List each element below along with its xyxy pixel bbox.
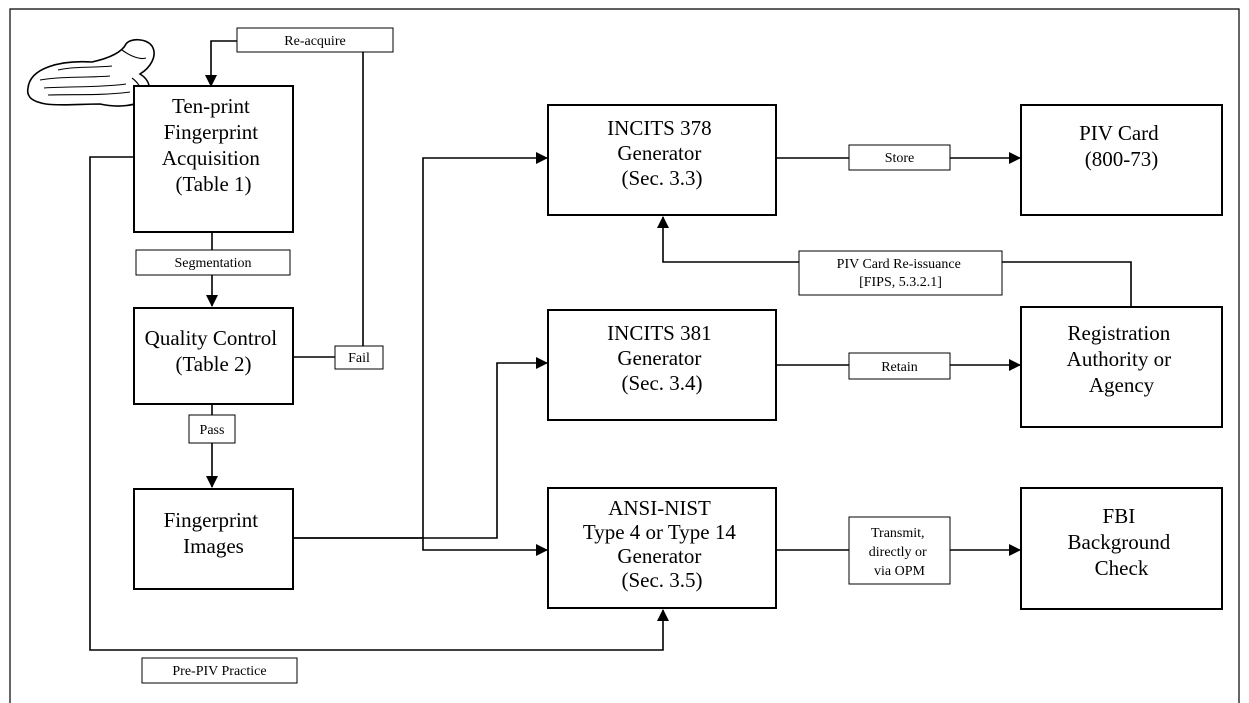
label-piv-card-reissuance: PIV Card Re-issuance [FIPS, 5.3.2.1] <box>798 250 1003 296</box>
box-incits378-text: INCITS 378 Generator (Sec. 3.3) <box>607 116 717 190</box>
box-fingerprint-images: Fingerprint Images <box>133 488 294 590</box>
svg-text:Fail: Fail <box>348 351 370 366</box>
box-tenprint-acquisition: Ten-print Fingerprint Acquisition (Table… <box>133 85 294 233</box>
box-piv-card: PIV Card (800-73) <box>1020 104 1223 216</box>
connector-images-to-381 <box>293 357 548 539</box>
box-quality-control: Quality Control (Table 2) <box>133 307 294 405</box>
svg-text:Pre-PIV Practice: Pre-PIV Practice <box>172 664 266 679</box>
svg-text:Retain: Retain <box>881 360 918 375</box>
box-incits381-text: INCITS 381 Generator (Sec. 3.4) <box>607 321 717 395</box>
connector-pre-piv <box>89 156 669 651</box>
label-retain: Retain <box>848 352 951 380</box>
label-transmit: Transmit, directly or via OPM <box>848 516 951 585</box>
label-pre-piv-practice: Pre-PIV Practice <box>141 657 298 684</box>
connector-images-to-378 <box>293 152 548 539</box>
box-images-text: Fingerprint Images <box>164 508 264 558</box>
connectors <box>89 40 1132 651</box>
box-registration-text: Registration Authority or Agency <box>1067 321 1177 397</box>
connector-images-to-ansi <box>422 538 548 556</box>
svg-text:Segmentation: Segmentation <box>175 256 252 271</box>
label-fail: Fail <box>334 345 384 370</box>
label-store: Store <box>848 144 951 171</box>
box-ansinist-text: ANSI-NIST Type 4 or Type 14 Generator (S… <box>583 496 741 592</box>
svg-text:Re-acquire: Re-acquire <box>284 34 345 49</box>
label-segmentation: Segmentation <box>135 249 291 276</box>
box-quality-text: Quality Control (Table 2) <box>145 326 283 376</box>
box-ansi-nist-generator: ANSI-NIST Type 4 or Type 14 Generator (S… <box>547 487 777 609</box>
box-fbi-text: FBI Background Check <box>1068 504 1176 580</box>
diagram-frame <box>9 8 1240 703</box>
label-reacquire: Re-acquire <box>236 27 394 53</box>
box-registration-authority: Registration Authority or Agency <box>1020 306 1223 428</box>
label-pass: Pass <box>188 414 236 444</box>
box-incits-378-generator: INCITS 378 Generator (Sec. 3.3) <box>547 104 777 216</box>
box-tenprint-text: Ten-print Fingerprint Acquisition (Table… <box>162 94 265 196</box>
svg-text:PIV Card Re-issuance [FI: PIV Card Re-issuance [FIPS, 5.3.2.1] <box>837 257 965 290</box>
box-incits-381-generator: INCITS 381 Generator (Sec. 3.4) <box>547 309 777 421</box>
svg-text:Transmit, directly or: Transmit, directly or via OPM <box>869 526 930 579</box>
svg-text:Store: Store <box>885 151 915 166</box>
svg-text:Pass: Pass <box>200 423 225 438</box>
box-fbi-background-check: FBI Background Check <box>1020 487 1223 610</box>
box-pivcard-text: PIV Card (800-73) <box>1079 121 1164 171</box>
